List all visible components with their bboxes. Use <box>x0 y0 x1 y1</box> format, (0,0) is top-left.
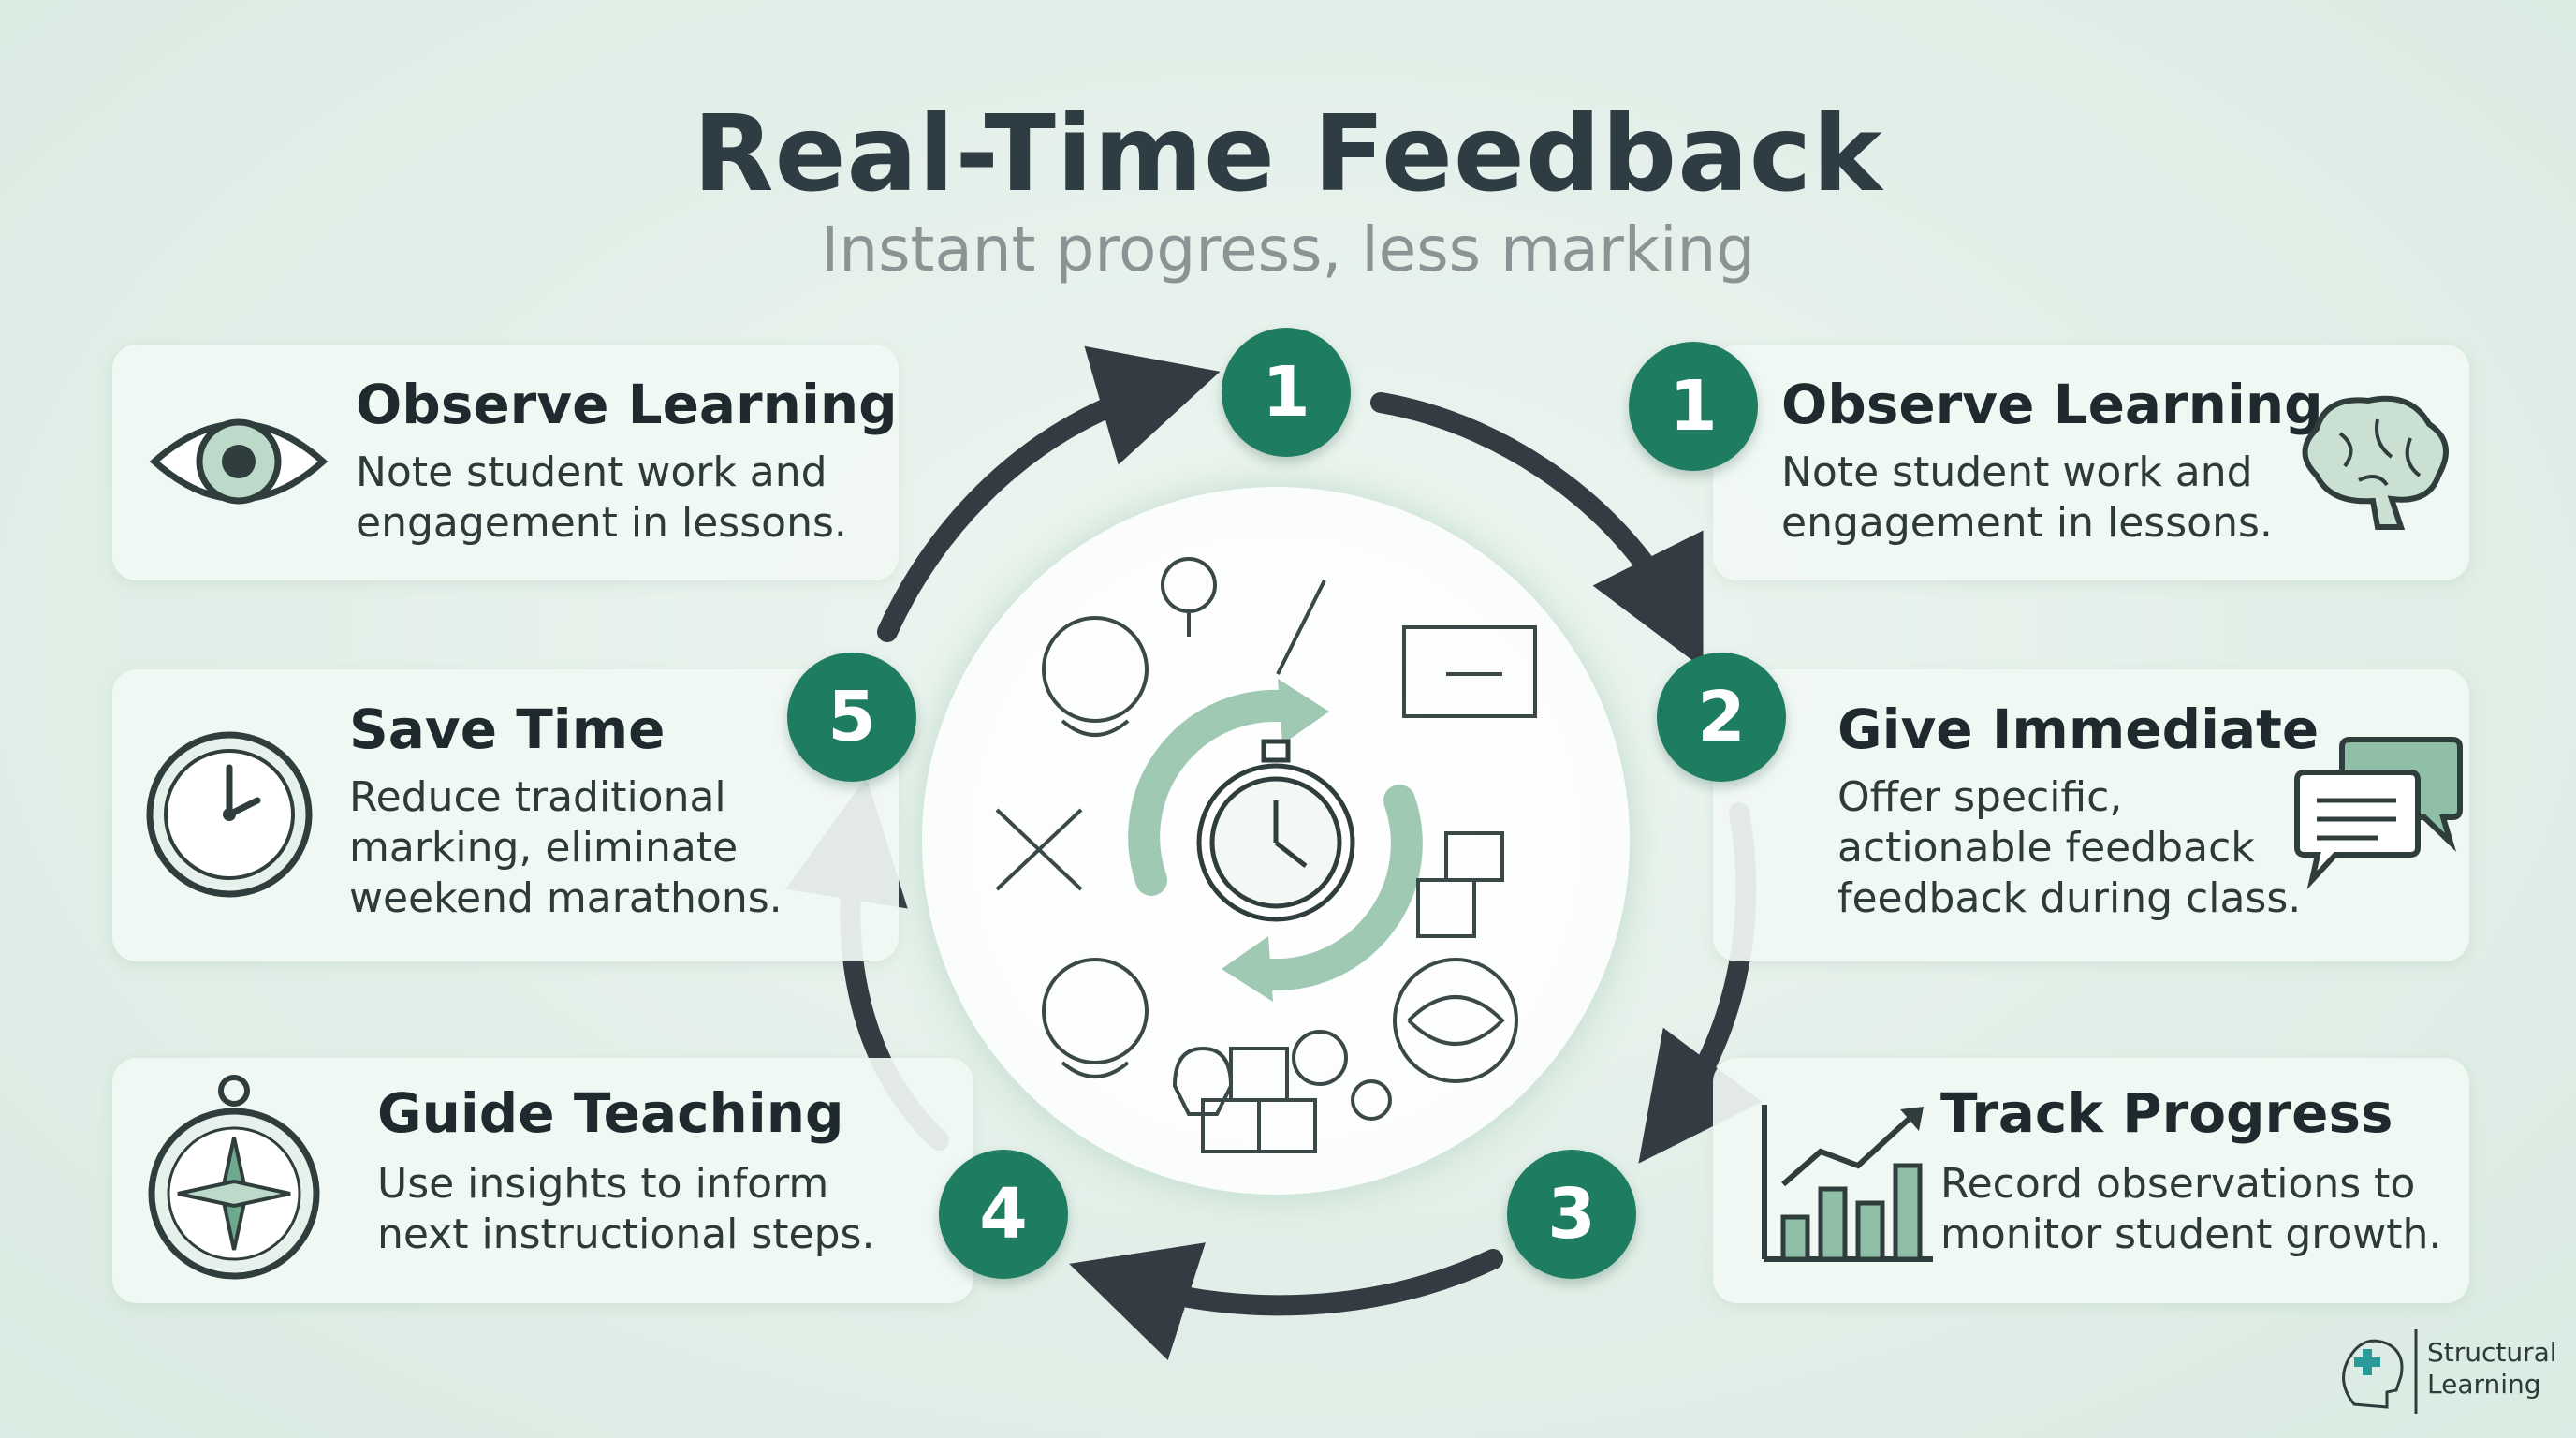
clock-icon <box>146 731 313 898</box>
step-badge-5: 5 <box>787 653 916 782</box>
step-card-observe-right: Observe Learning Note student work and e… <box>1713 345 2469 580</box>
step-badge-1-top: 1 <box>1222 328 1351 457</box>
doodles <box>995 557 1537 1153</box>
page-title: Real-Time Feedback <box>693 94 1883 215</box>
step-badge-1-card: 1 <box>1629 342 1758 471</box>
step-card-observe-left: Observe Learning Note student work and e… <box>112 345 899 580</box>
logo-text: Structural Learning <box>2427 1337 2557 1400</box>
step-title: Track Progress <box>1940 1081 2393 1145</box>
brain-icon <box>2302 395 2449 530</box>
step-title: Give Immediate <box>1837 697 2320 761</box>
step-description: Offer specific, actionable feedback feed… <box>1837 773 2302 922</box>
step-description: Record observations to monitor student g… <box>1940 1160 2442 1258</box>
step-description: Note student work and engagement in less… <box>1781 448 2273 547</box>
step-description: Note student work and engagement in less… <box>356 448 847 547</box>
step-card-guide-teaching: Guide Teaching Use insights to inform ne… <box>112 1058 973 1303</box>
compass-icon <box>148 1075 320 1280</box>
center-illustration <box>922 487 1630 1195</box>
step-description: Use insights to inform next instructiona… <box>377 1160 875 1258</box>
arrow-5-to-1 <box>877 345 1221 642</box>
structural-learning-logo-icon <box>2342 1329 2418 1414</box>
step-badge-2: 2 <box>1657 653 1786 782</box>
step-card-save-time: Save Time Reduce traditional marking, el… <box>112 669 899 961</box>
arrow-1-to-2 <box>1370 392 1704 669</box>
arrow-3-to-4 <box>1069 1242 1503 1360</box>
speech-bubbles-icon <box>2294 737 2463 889</box>
step-badge-4: 4 <box>939 1150 1068 1279</box>
page-subtitle: Instant progress, less marking <box>820 213 1756 286</box>
bar-chart-icon <box>1762 1105 1933 1262</box>
step-title: Guide Teaching <box>377 1081 844 1145</box>
step-badge-3: 3 <box>1507 1150 1636 1279</box>
step-card-track-progress: Track Progress Record observations to mo… <box>1713 1058 2469 1303</box>
step-title: Save Time <box>349 697 666 761</box>
step-title: Observe Learning <box>1781 373 2323 436</box>
eye-icon <box>149 418 329 505</box>
step-title: Observe Learning <box>356 373 898 436</box>
stopwatch-icon <box>1196 739 1355 922</box>
refresh-arrows-icon <box>1128 689 1423 991</box>
step-description: Reduce traditional marking, eliminate we… <box>349 773 783 922</box>
step-card-give-immediate: Give Immediate Offer specific, actionabl… <box>1713 669 2469 961</box>
